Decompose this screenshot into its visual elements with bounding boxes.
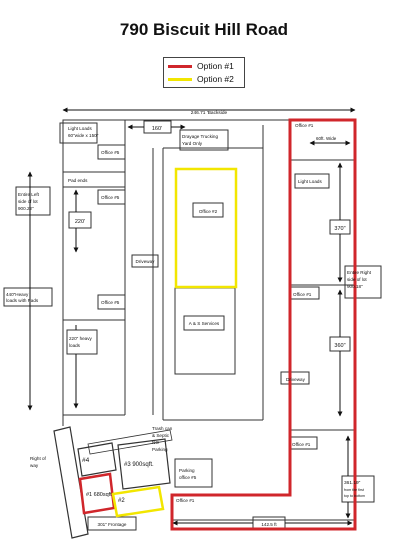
legend-swatch-yellow bbox=[168, 78, 192, 82]
office2-label-box bbox=[192, 202, 224, 218]
dim-160: 160' bbox=[152, 126, 162, 132]
driveway-label-box bbox=[131, 254, 159, 268]
right-of-way-line2: way bbox=[30, 463, 39, 468]
unit-4 bbox=[77, 442, 117, 477]
lot-lines bbox=[3, 119, 382, 531]
dim-box-220-heavy bbox=[66, 329, 98, 355]
unit-1-option-1 bbox=[78, 472, 116, 515]
dim-220-top: 220' bbox=[75, 219, 85, 225]
dim-frontage: 301" Frontage bbox=[98, 522, 127, 527]
office5-a-label: Office #5 bbox=[101, 150, 120, 155]
light-loads-right-label: Light Loads bbox=[298, 179, 322, 184]
office1-bottom-label: Office #1 bbox=[176, 498, 195, 503]
left-side-line3: 900.22" bbox=[18, 206, 34, 211]
light-loads-right-box bbox=[294, 173, 330, 189]
pad-ends-label: Pad ends bbox=[68, 178, 88, 183]
office5-box-a bbox=[97, 144, 126, 160]
legend-label: Option #2 bbox=[197, 74, 234, 84]
heavy-440-line1: 440"Heavy bbox=[6, 292, 29, 297]
right-side-label-box bbox=[344, 265, 382, 299]
unit-1-label: #1 680sqft bbox=[86, 492, 112, 498]
dim-backside: 246.71 'Backside bbox=[191, 110, 228, 116]
unit-2-label: #2 bbox=[118, 498, 125, 504]
legend-item-option-2: Option #2 bbox=[168, 73, 234, 85]
parking-line2: office #5 bbox=[179, 475, 197, 480]
left-side-label-box bbox=[15, 186, 51, 216]
trash-line4: Parking bbox=[152, 447, 168, 452]
trash-line1: Trash can bbox=[152, 426, 173, 431]
left-side-line1: Entire Left bbox=[18, 192, 40, 197]
office5-c-label: Office #5 bbox=[101, 300, 120, 305]
heavy-440-line2: loads with Pads bbox=[6, 298, 39, 303]
dim-361-line3: top to bottom bbox=[344, 494, 365, 498]
drayage-line1: Drayage Trucking bbox=[182, 134, 218, 139]
legend-swatch-red bbox=[168, 65, 192, 69]
dim-142: 142.5 ft bbox=[261, 522, 277, 527]
light-loads-top-line2: 60"wide x 150" bbox=[68, 133, 99, 138]
unit-4-label: #4 bbox=[82, 457, 90, 464]
dim-box-220-top bbox=[68, 211, 92, 229]
driveway-right-label: Driveway bbox=[286, 377, 306, 382]
frontage-label-box bbox=[87, 516, 137, 531]
dim-360: 360" bbox=[334, 343, 345, 349]
unit-2-option-2 bbox=[111, 485, 165, 518]
parking-box bbox=[174, 458, 213, 488]
trash-line3: NO bbox=[152, 440, 159, 445]
trash-line2: & Septic bbox=[152, 433, 170, 438]
front-buildings bbox=[53, 426, 173, 539]
legend-item-option-1: Option #1 bbox=[168, 60, 234, 72]
left-side-line2: side of lot bbox=[18, 199, 38, 204]
office1-low-label: Office #1 bbox=[292, 442, 311, 447]
dim-370: 370" bbox=[334, 226, 345, 232]
dim-361-line2: from the first bbox=[344, 488, 364, 492]
office5-b-label: Office #5 bbox=[101, 195, 120, 200]
services-label-box bbox=[183, 315, 225, 331]
office5-box-b bbox=[97, 189, 126, 205]
drayage-label-box bbox=[179, 129, 229, 151]
driveway-right-label-box bbox=[280, 371, 310, 385]
option-1-outline bbox=[170, 118, 357, 531]
option-2-outline bbox=[174, 167, 238, 289]
heavy-220-line1: 220" heavy bbox=[69, 336, 93, 341]
right-side-line1: Entire Right bbox=[347, 270, 372, 275]
office5-box-c bbox=[97, 294, 126, 310]
heavy-440-label-box bbox=[3, 287, 53, 307]
drayage-line2: Yard Only bbox=[182, 141, 203, 146]
services-box bbox=[174, 287, 236, 375]
right-side-line2: side of lot bbox=[347, 277, 367, 282]
dim-361-line1: 361.19" bbox=[344, 480, 361, 486]
right-side-line3: 900.18" bbox=[347, 284, 363, 289]
parking-line1: Parking bbox=[179, 468, 195, 473]
dim-60ft: 60ft. Wide bbox=[316, 136, 337, 141]
roof-line bbox=[87, 429, 173, 455]
light-loads-top-line1: Light Loads bbox=[68, 126, 92, 131]
office1-mid-label: Office #1 bbox=[293, 292, 312, 297]
unit-3-label: #3 900sqft. bbox=[124, 462, 154, 468]
right-of-way-line1: Right of bbox=[30, 456, 47, 461]
right-of-way-strip bbox=[53, 426, 89, 539]
page-title: 790 Biscuit Hill Road bbox=[119, 20, 289, 39]
heavy-220-line2: loads bbox=[69, 343, 81, 348]
office1-top-label: Office #1 bbox=[295, 123, 314, 128]
dimension-arrows bbox=[27, 107, 356, 526]
light-loads-top-box bbox=[59, 122, 98, 144]
services-label: A & S Services bbox=[189, 321, 220, 326]
office2-label: Office #2 bbox=[199, 209, 218, 214]
legend-label: Option #1 bbox=[197, 61, 234, 71]
dim-box-361 bbox=[341, 475, 375, 503]
legend: Option #1 Option #2 bbox=[163, 57, 245, 88]
unit-3 bbox=[117, 438, 171, 490]
driveway-left-label: Driveway bbox=[136, 259, 156, 264]
